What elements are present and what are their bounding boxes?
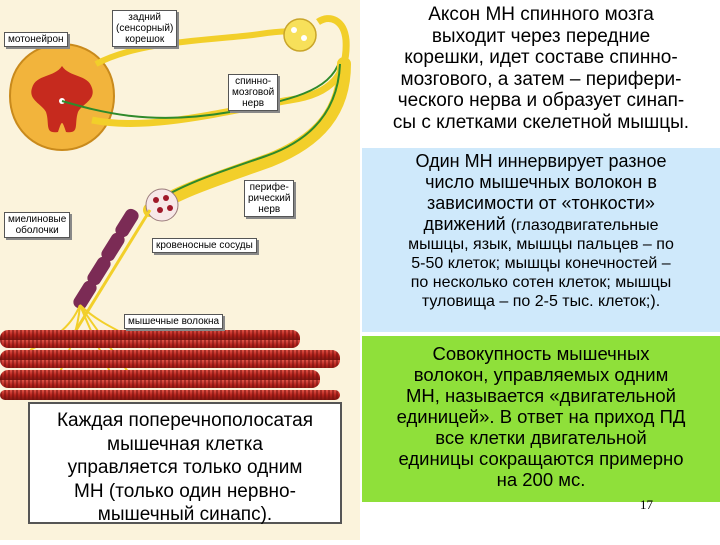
- label-spinal-nerve: спинно- мозговой нерв: [228, 74, 278, 111]
- page-number: 17: [640, 497, 653, 513]
- label-muscle-fibers: мышечные волокна: [124, 314, 223, 329]
- innervation-block: Один МН иннервирует разное число мышечны…: [362, 148, 720, 332]
- one-synapse-block: Каждая поперечнополосатая мышечная клетк…: [28, 402, 342, 524]
- axon-description-block: Аксон МН спинного мозга выходит через пе…: [362, 0, 720, 142]
- blood-vessels: [146, 189, 178, 221]
- label-dorsal-root: задний (сенсорный) корешок: [112, 10, 177, 47]
- label-peripheral-nerve: перифе- рический нерв: [244, 180, 294, 217]
- dorsal-root-ganglion: [284, 19, 316, 51]
- motor-unit-block: Совокупность мышечных волокон, управляем…: [362, 336, 720, 502]
- bottom-strip: [362, 502, 720, 540]
- label-blood-vessels: кровеносные сосуды: [152, 238, 257, 253]
- label-myelin: миелиновые оболочки: [4, 212, 70, 238]
- muscle-fibers: [0, 330, 340, 400]
- label-motoneuron: мотонейрон: [4, 32, 68, 47]
